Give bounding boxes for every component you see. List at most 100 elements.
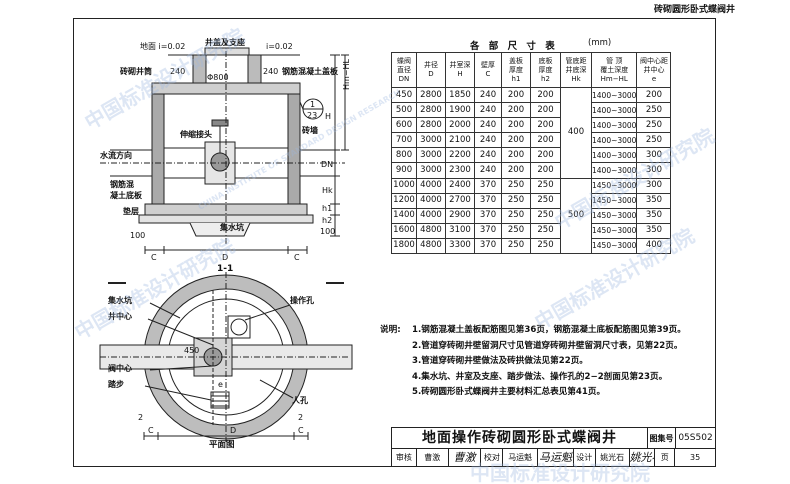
note-item: 1.钢筋混凝土盖板配筋图见第36页，钢筋混凝土底板配筋图见第39页。 — [412, 325, 686, 335]
plan-dim-2: 2 — [138, 413, 144, 422]
table-cell: 700 — [391, 132, 417, 149]
note-item: 3.管道穿砖砌井壁做法及砖拱做法见第22页。 — [412, 356, 588, 366]
table-cell: 200 — [501, 102, 531, 119]
table-cell: 200 — [501, 117, 531, 134]
table-cell: 350 — [636, 207, 672, 224]
reviewer-signature: 曹激 — [449, 449, 482, 466]
well-cover-label: 井盖及支座 — [205, 38, 245, 47]
table-cell: 370 — [474, 207, 502, 224]
page-number: 35 — [690, 453, 701, 462]
table-cell: 3300 — [445, 237, 475, 255]
table-cell: 250 — [530, 222, 561, 239]
table-cell: 240 — [474, 117, 502, 134]
table-cell: 1000 — [391, 177, 417, 194]
atlas-number-label: 图集号 — [648, 427, 676, 449]
table-cell: 1400~3000 — [590, 86, 638, 104]
table-cell: 3000 — [416, 132, 446, 149]
table-cell: 1400~3000 — [590, 117, 638, 134]
table-cell: 240 — [474, 162, 502, 179]
table-cell: 200 — [636, 86, 672, 104]
table-cell: 240 — [474, 102, 502, 119]
designer-signature: 姚光石 — [630, 449, 656, 466]
table-cell: 250 — [530, 177, 561, 194]
table-cell: 250 — [530, 207, 561, 224]
note-row: 4.集水坑、井室及支座、踏步做法、操作孔的2−2剖面见第23页。 — [380, 370, 686, 386]
table-cell: 500 — [391, 102, 417, 119]
table-cell: 1200 — [391, 192, 417, 209]
table-cell: 250 — [636, 102, 672, 119]
review-label: 审核 — [392, 449, 417, 466]
table-cell: 4000 — [416, 207, 446, 224]
table-cell: 350 — [636, 222, 672, 239]
plan-view-label: 平面图 — [209, 440, 235, 450]
table-cell: 250 — [530, 237, 561, 255]
table-cell: 200 — [530, 147, 561, 164]
dim-d: D — [222, 253, 229, 262]
table-cell: 2000 — [445, 117, 475, 134]
table-cell: 2800 — [416, 86, 446, 104]
check-label: 校对 — [481, 449, 504, 466]
table-cell: 240 — [474, 147, 502, 164]
design-label: 设计 — [574, 449, 596, 466]
cushion-label: 垫层 — [123, 207, 139, 216]
dim-hm-hl: Hm−HL — [342, 59, 351, 90]
table-cell: 2200 — [445, 147, 475, 164]
plan-dim-450: 450 — [184, 346, 200, 355]
table-cell: 1450~3000 — [590, 177, 638, 194]
table-cell: 450 — [391, 86, 417, 104]
plan-manhole-label: 人孔 — [292, 396, 308, 405]
ground-slope-label: i=0.02 — [266, 42, 293, 51]
table-cell: 800 — [391, 147, 417, 164]
table-cell: 200 — [530, 117, 561, 134]
table-cell: 3100 — [445, 222, 475, 239]
table-cell: 250 — [636, 117, 672, 134]
table-cell: 1900 — [445, 102, 475, 119]
drawing-name-header: 砖砌圆形卧式蝶阀井 — [654, 5, 736, 15]
ground-level-label: 地面 i=0.02 — [140, 42, 186, 51]
flow-direction-label: 水流方向 — [100, 151, 132, 160]
table-cell: 300 — [636, 162, 672, 179]
dim-800-label: Φ800 — [207, 73, 229, 82]
table-cell: 200 — [501, 147, 531, 164]
plan-access-hole-label: 操作孔 — [290, 296, 314, 305]
table-cell: 2300 — [445, 162, 475, 179]
notes-heading: 说明: — [380, 325, 401, 335]
table-cell: 1850 — [445, 86, 475, 104]
table-cell: 4000 — [416, 177, 446, 194]
table-cell: 4800 — [416, 222, 446, 239]
table-cell: 250 — [501, 207, 531, 224]
note-row: 说明: 1.钢筋混凝土盖板配筋图见第36页，钢筋混凝土底板配筋图见第39页。 — [380, 323, 686, 339]
checker-signature: 马运魁 — [538, 449, 574, 466]
table-cell: 350 — [636, 192, 672, 209]
brick-neck-label: 砖砌井筒 — [120, 67, 152, 76]
table-cell: 2400 — [445, 177, 475, 194]
table-cell: 200 — [530, 132, 561, 149]
main-title: 地面操作砖砌圆形卧式蝶阀井 — [391, 427, 648, 449]
checker-name: 马运魁 — [503, 449, 539, 466]
notes: 说明: 1.钢筋混凝土盖板配筋图见第36页，钢筋混凝土底板配筋图见第39页。 2… — [380, 323, 686, 401]
callout-top: 1 — [310, 100, 316, 109]
plan-well-center-label: 井中心 — [108, 312, 132, 321]
table-cell: 200 — [501, 132, 531, 149]
note-row: 3.管道穿砖砌井壁做法及砖拱做法见第22页。 — [380, 354, 686, 370]
plan-sump-label: 集水坑 — [108, 296, 132, 305]
plan-steps-label: 踏步 — [108, 380, 124, 389]
dim-hk: Hk — [322, 186, 333, 195]
flex-joint-label: 伸缩接头 — [180, 130, 212, 139]
note-item: 5.砖砌圆形卧式蝶阀井主要材料汇总表见第41页。 — [412, 387, 606, 397]
table-cell: 200 — [530, 162, 561, 179]
table-cell: 250 — [636, 132, 672, 149]
table-cell: 2700 — [445, 192, 475, 209]
